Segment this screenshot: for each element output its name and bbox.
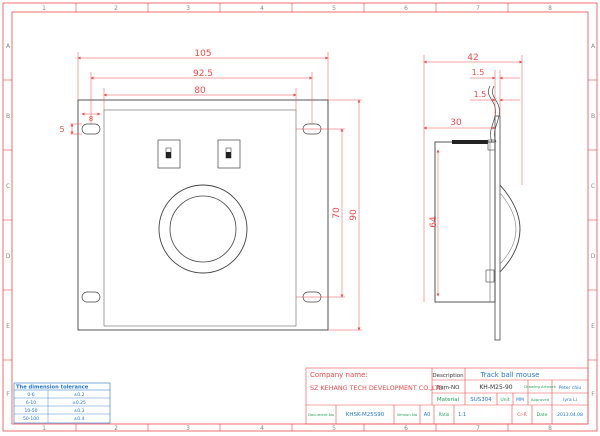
dim-width-outer: 105: [194, 49, 211, 59]
zone-right-d: D: [591, 253, 596, 260]
frame-zone-labels: 1 2 3 4 5 6 7 8 1 2 3 4 5 6 7 8 A B C D …: [6, 5, 596, 432]
tolerance-title: The dimension tolerance: [16, 385, 89, 391]
dim-panel-2: 1.5: [474, 90, 487, 99]
zone-left-b: B: [6, 113, 10, 120]
trackball-dome: [499, 184, 521, 273]
front-view: 105 92.5 80 8 5 70 90: [59, 49, 362, 331]
frame-zone-ticks: [3, 3, 597, 431]
material-label: Material: [437, 397, 460, 403]
zone-top-5: 5: [332, 5, 336, 12]
dim-body-height: 64: [429, 216, 439, 228]
zone-top-1: 1: [42, 5, 46, 12]
title-block: Company name: SZ KEHANG TECH DEVELOPMENT…: [305, 367, 589, 425]
company-label: Company name:: [310, 371, 368, 379]
side-cable: [488, 85, 496, 143]
side-dimensions: [423, 55, 523, 302]
drawing-value: Peter chiu: [559, 385, 582, 391]
zone-right-a: A: [591, 43, 596, 50]
tolerance-range-3: 10-50: [24, 408, 37, 414]
dim-width-cutout: 80: [194, 86, 206, 96]
side-view: 42 1.5 1.5 30 64: [423, 53, 523, 341]
version-value: A0: [424, 412, 431, 418]
zone-left-d: D: [6, 253, 11, 260]
side-seal-strip: [452, 140, 488, 144]
tolerance-value-4: ±0.4: [74, 416, 85, 422]
zone-right-e: E: [591, 323, 595, 330]
front-inner-cutout: [103, 109, 297, 327]
zone-bottom-2: 2: [114, 425, 118, 432]
zone-top-4: 4: [260, 5, 264, 12]
zone-top-8: 8: [548, 5, 552, 12]
zone-bottom-7: 7: [476, 425, 480, 432]
zone-right-c: C: [591, 183, 595, 190]
dim-body-depth: 30: [450, 118, 462, 128]
side-bottom-tab: [485, 269, 495, 283]
ratio-label: Ratio: [439, 412, 450, 417]
zone-right-b: B: [591, 113, 595, 120]
material-value: SUS304: [470, 397, 492, 403]
dim-height-outer: 90: [349, 209, 359, 221]
zone-top-3: 3: [186, 5, 190, 12]
trackball: [169, 195, 237, 263]
dim-panel-1: 1.5: [472, 68, 485, 77]
approved-value: lyra Li: [563, 397, 577, 403]
zone-top-7: 7: [476, 5, 480, 12]
zone-bottom-4: 4: [260, 425, 264, 432]
drawing-label: Drawing Artwork: [524, 384, 557, 389]
trackball-bezel: [158, 184, 248, 274]
item-label: Item-NO: [437, 385, 461, 391]
zone-bottom-6: 6: [404, 425, 408, 432]
zone-bottom-5: 5: [332, 425, 336, 432]
zone-top-6: 6: [404, 5, 408, 12]
zone-top-2: 2: [114, 5, 118, 12]
tolerance-value-1: ±0.2: [74, 392, 85, 398]
description-value: Track ball mouse: [480, 371, 540, 379]
description-label: Description: [432, 373, 464, 379]
zone-bottom-8: 8: [548, 425, 552, 432]
left-click-button: [157, 139, 181, 169]
approved-label: Approved: [531, 397, 550, 402]
dim-width-holes: 92.5: [193, 69, 213, 79]
zone-left-f: F: [6, 391, 10, 398]
date-value: 2013.04.08: [557, 412, 583, 418]
unit-value: MM: [516, 397, 524, 403]
right-click-button: [217, 139, 241, 169]
tolerance-range-4: 50-100: [23, 416, 39, 422]
tolerance-value-2: ±0.25: [72, 400, 86, 406]
ratio-value: 1:1: [458, 412, 466, 418]
side-face-plate: [494, 115, 501, 341]
tolerance-value-3: ±0.3: [74, 408, 85, 414]
dim-slot: 5: [59, 125, 64, 134]
zone-left-e: E: [6, 323, 10, 330]
cr-label: Cr-R: [517, 412, 526, 418]
front-horizontal-dimensions: [70, 52, 329, 135]
dim-depth-total: 42: [467, 53, 478, 63]
zone-bottom-1: 1: [42, 425, 46, 432]
front-vertical-dimensions: [296, 99, 362, 331]
company-name: SZ KEHANG TECH DEVELOPMENT CO.,LTD.: [310, 384, 446, 392]
zone-right-f: F: [591, 391, 595, 398]
tolerance-range-2: 6-10: [26, 400, 36, 406]
side-cable-2: [492, 85, 500, 143]
tolerance-range-1: 0-6: [27, 392, 34, 398]
document-label: Document No: [308, 412, 335, 417]
dim-height-cutout: 70: [332, 207, 342, 219]
zone-bottom-3: 3: [186, 425, 190, 432]
mounting-slot-bottom-left: [81, 291, 101, 303]
trackball-dome-inner: [499, 192, 517, 265]
dim-slot-width: 8: [89, 115, 93, 123]
zone-left-c: C: [6, 183, 10, 190]
zone-left-a: A: [6, 43, 11, 50]
tolerance-table: The dimension tolerance 0-6 ±0.2 6-10 ±0…: [13, 382, 111, 424]
item-value: KH-M25-90: [479, 384, 512, 391]
date-label: Date: [537, 412, 548, 418]
front-panel-outline: [77, 99, 329, 331]
document-value: KHSK-M25S90: [346, 412, 385, 418]
drawing-frame: [2, 2, 598, 432]
version-label: Version No: [397, 412, 418, 417]
mounting-slot-top-left: [81, 123, 101, 135]
unit-label: Unit: [500, 397, 509, 403]
